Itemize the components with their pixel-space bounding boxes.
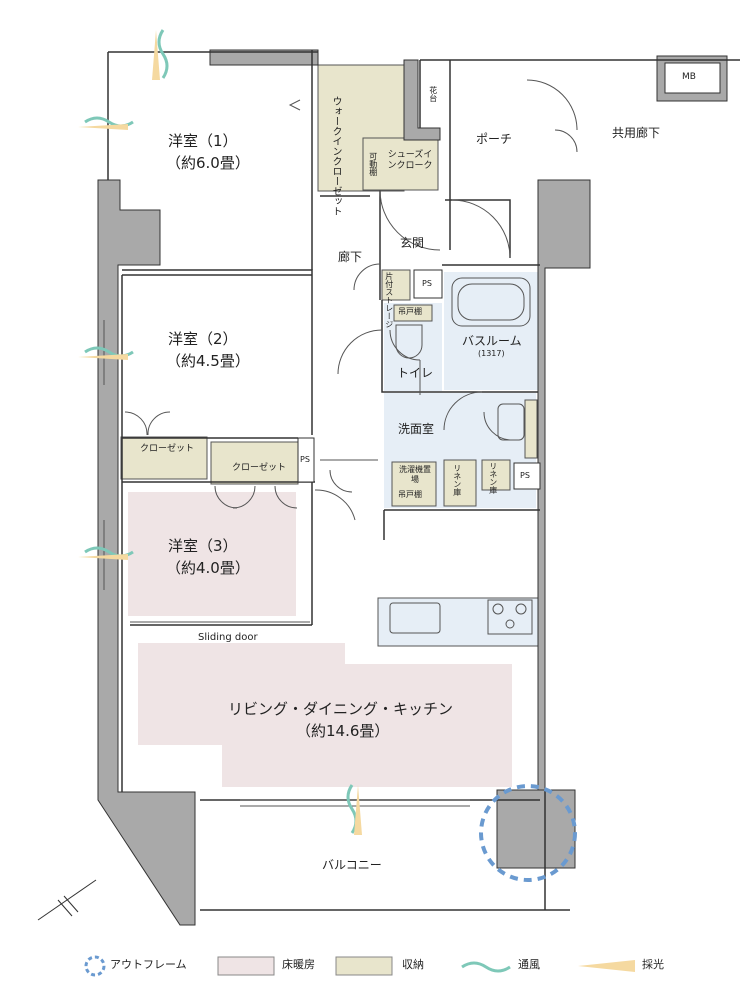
legend-ventilation-label: 通風	[518, 958, 540, 971]
common-corridor-label: 共用廊下	[612, 126, 661, 140]
floor-heating-western3	[128, 492, 296, 616]
burner-2	[515, 603, 527, 615]
ps-2-label: PS	[300, 455, 310, 464]
ps-box-1	[413, 269, 443, 299]
laundry-label: 洗濯機置場	[399, 465, 431, 484]
legend-floor-heating-label: 床暖房	[282, 958, 315, 971]
tidy-storage	[381, 269, 411, 301]
legend-outframe-label: アウトフレーム	[110, 958, 187, 971]
bathroom-label: バスルーム	[462, 334, 522, 348]
bathroom-area	[444, 272, 538, 390]
western3-label: 洋室（3）	[168, 537, 238, 555]
washbasin	[497, 403, 525, 441]
vanity-storage	[524, 399, 538, 459]
western2-label: 洋室（2）	[168, 330, 238, 348]
upper-cabinet-toilet	[393, 304, 433, 322]
linen-storage-2	[481, 459, 511, 491]
linen-1-label: リネン庫	[452, 464, 462, 496]
legend-ventilation-icon	[461, 961, 511, 973]
stove	[487, 599, 533, 635]
burner-3	[505, 619, 515, 629]
legend-daylight-label: 採光	[642, 958, 664, 971]
movable-shelf-label: 可動棚	[368, 152, 378, 176]
porch-label: ポーチ	[476, 132, 513, 146]
upper-cabinet-1-label: 吊戸棚	[398, 307, 422, 316]
western1-size: （約6.0畳）	[166, 154, 250, 172]
ps-box-3	[513, 462, 541, 490]
western3-size: （約4.0畳）	[166, 559, 250, 577]
linen-2-label: リネン庫	[488, 462, 498, 494]
laundry-space	[391, 461, 437, 507]
mb-label: MB	[682, 72, 696, 82]
toilet-fixture	[395, 324, 423, 359]
daylight-indicators	[78, 30, 362, 835]
shoes-in-cloak-label: シューズインクローク	[387, 150, 433, 172]
burner-1	[492, 603, 504, 615]
mb-box	[664, 62, 721, 94]
shoes-in-cloak	[362, 137, 439, 191]
kitchen-counter	[377, 597, 541, 647]
bathroom-size-label: (1317)	[478, 349, 505, 358]
upper-cabinet-2-label: 吊戸棚	[398, 490, 422, 499]
floor-heating-ldk	[138, 643, 512, 787]
ps-1-label: PS	[422, 279, 432, 288]
bathtub-inner	[457, 283, 525, 321]
legend-storage-label: 収納	[402, 958, 424, 971]
flower-stand-label: 花台	[428, 86, 438, 102]
outframe-marker	[479, 784, 577, 882]
western1-label: 洋室（1）	[168, 132, 238, 150]
closet-1-label: クローゼット	[140, 444, 195, 454]
north-arrow-icon	[37, 879, 97, 921]
sliding-door-label: Sliding door	[198, 632, 258, 643]
ldk-label: リビング・ダイニング・キッチン	[228, 700, 454, 718]
western2-size: （約4.5畳）	[166, 352, 250, 370]
walkin-closet-label: ウォークインクローゼット	[330, 96, 341, 216]
kitchen-sink	[389, 602, 441, 634]
legend-outframe-icon	[84, 955, 106, 977]
closet-1	[120, 436, 208, 480]
corridor-label: 廊下	[338, 250, 363, 264]
toilet-label: トイレ	[397, 366, 434, 380]
ldk-size: （約14.6畳）	[296, 722, 390, 740]
ps-box-2	[297, 437, 315, 483]
legend-daylight-icon	[578, 960, 635, 972]
closet-2	[210, 441, 299, 485]
entrance-label: 玄関	[400, 236, 425, 250]
closet-2-label: クローゼット	[232, 463, 287, 473]
bathtub	[451, 277, 531, 327]
tidy-storage-label: 片付ストレージ	[384, 272, 394, 328]
legend-storage-swatch	[335, 956, 393, 976]
ps-3-label: PS	[520, 471, 530, 480]
washroom-label: 洗面室	[398, 422, 435, 436]
linen-storage-1	[443, 459, 477, 507]
balcony-label: バルコニー	[322, 858, 382, 872]
windows	[103, 320, 470, 807]
legend-floor-heating-swatch	[217, 956, 275, 976]
